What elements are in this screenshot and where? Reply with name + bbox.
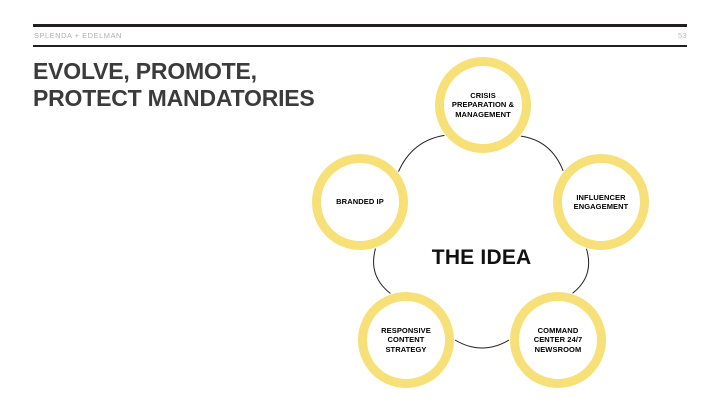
diagram-center-label: THE IDEA [431, 245, 532, 269]
node-branded[interactable]: BRANDED IP [312, 154, 408, 250]
node-command[interactable]: COMMAND CENTER 24/7 NEWSROOM [510, 292, 606, 388]
page-number: 53 [678, 31, 687, 40]
idea-wheel-diagram: CRISIS PREPARATION & MANAGEMENT INFLUENCE… [280, 45, 680, 405]
page-title-line-2: PROTECT MANDATORIES [33, 85, 315, 111]
connector-arc-influencer-to-command [572, 248, 590, 294]
connector-arcs [373, 134, 590, 349]
connector-arc-responsive-to-branded [373, 248, 391, 294]
node-influencer[interactable]: INFLUENCER ENGAGEMENT [553, 154, 649, 250]
node-label-influencer: INFLUENCER ENGAGEMENT [573, 192, 629, 212]
header-rule-top [33, 24, 687, 27]
connector-arc-branded-to-crisis [398, 134, 445, 172]
connector-arc-crisis-to-influencer [520, 135, 564, 172]
node-crisis[interactable]: CRISIS PREPARATION & MANAGEMENT [435, 57, 531, 153]
page-title: EVOLVE, PROMOTE, PROTECT MANDATORIES [33, 58, 373, 112]
node-label-crisis: CRISIS PREPARATION & MANAGEMENT [451, 90, 515, 119]
header-rule-bottom [33, 45, 687, 47]
node-label-responsive: RESPONSIVE CONTENT STRATEGY [381, 325, 431, 354]
node-label-command: COMMAND CENTER 24/7 NEWSROOM [533, 325, 583, 354]
connector-arc-command-to-responsive [454, 339, 510, 349]
node-label-branded: BRANDED IP [336, 197, 384, 207]
node-responsive[interactable]: RESPONSIVE CONTENT STRATEGY [358, 292, 454, 388]
page-title-line-1: EVOLVE, PROMOTE, [33, 58, 257, 84]
header-brand-label: SPLENDA + EDELMAN [34, 31, 122, 40]
